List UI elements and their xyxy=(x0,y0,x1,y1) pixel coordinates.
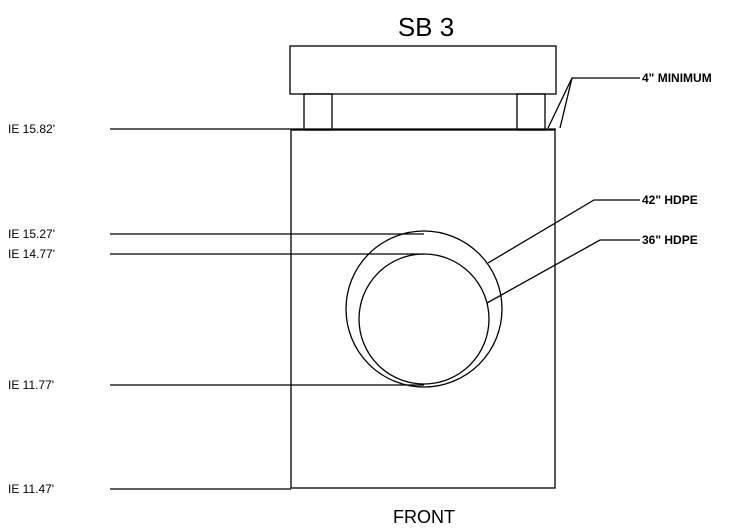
pipe-36-label: 36" HDPE xyxy=(642,233,698,247)
elevation-pipe-invert-label: IE 11.77' xyxy=(8,378,54,392)
top-slab xyxy=(289,45,557,95)
pipe-42-label: 42" HDPE xyxy=(642,193,698,207)
pipe-36-hdpe xyxy=(358,253,490,385)
pipe-42-leader xyxy=(487,199,640,264)
drawing-title: SB 3 xyxy=(398,12,454,42)
pipe-36-leader xyxy=(486,239,640,304)
riser-support-left xyxy=(303,93,333,131)
pipe-42-hdpe xyxy=(345,230,503,388)
minimum-note: 4" MINIMUM xyxy=(642,71,712,85)
structure-body xyxy=(290,129,556,489)
riser-support-right xyxy=(516,93,546,131)
elevation-pipe-42-top-label: IE 15.27' xyxy=(8,227,55,241)
elevation-bottom-label: IE 11.47' xyxy=(8,482,54,496)
elevation-top-label: IE 15.82' xyxy=(8,122,55,136)
elevation-pipe-36-top-label: IE 14.77' xyxy=(8,247,55,261)
minimum-leader-return xyxy=(559,77,573,129)
view-label: FRONT xyxy=(393,507,455,527)
